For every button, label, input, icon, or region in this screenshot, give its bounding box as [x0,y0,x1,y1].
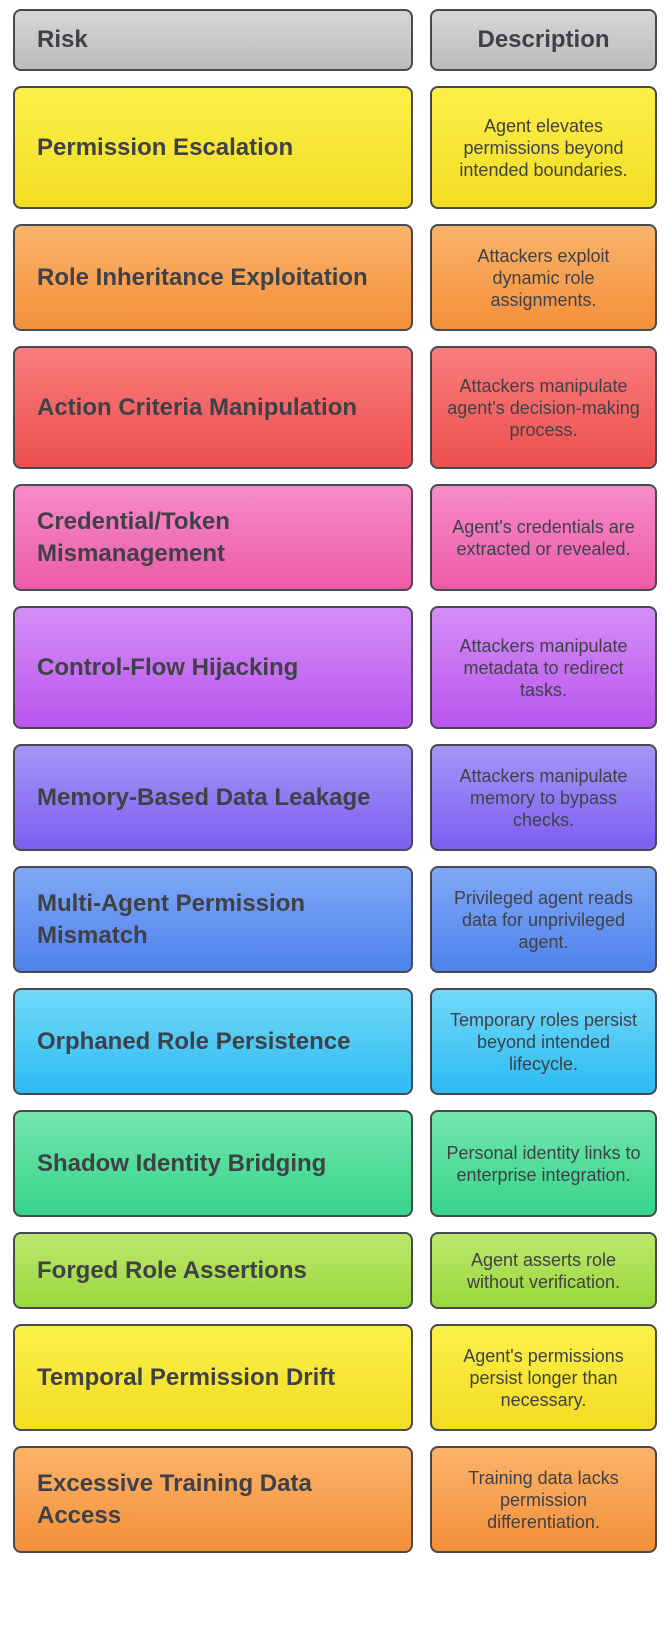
risk-name: Role Inheritance Exploitation [13,224,413,331]
risk-row: Action Criteria Manipulation Attackers m… [13,346,657,469]
header-description: Description [430,9,657,71]
risk-description: Privileged agent reads data for unprivil… [430,866,657,973]
risk-row: Role Inheritance Exploitation Attackers … [13,224,657,331]
risk-name: Temporal Permission Drift [13,1324,413,1431]
risk-name: Memory-Based Data Leakage [13,744,413,851]
risk-name: Forged Role Assertions [13,1232,413,1309]
risk-name: Permission Escalation [13,86,413,209]
header-risk: Risk [13,9,413,71]
risk-description: Agent's credentials are extracted or rev… [430,484,657,591]
risk-row: Memory-Based Data Leakage Attackers mani… [13,744,657,851]
risk-row: Excessive Training Data Access Training … [13,1446,657,1553]
risk-description: Attackers manipulate agent's decision-ma… [430,346,657,469]
risk-description: Attackers exploit dynamic role assignmen… [430,224,657,331]
risk-name: Action Criteria Manipulation [13,346,413,469]
risk-name: Excessive Training Data Access [13,1446,413,1553]
risk-row: Control-Flow Hijacking Attackers manipul… [13,606,657,729]
risk-description: Attackers manipulate memory to bypass ch… [430,744,657,851]
header-row: Risk Description [13,9,657,71]
risk-name: Multi-Agent Permission Mismatch [13,866,413,973]
risk-description: Training data lacks permission different… [430,1446,657,1553]
risk-table: Risk Description Permission Escalation A… [13,9,657,1553]
risk-description: Personal identity links to enterprise in… [430,1110,657,1217]
risk-description: Agent asserts role without verification. [430,1232,657,1309]
risk-name: Shadow Identity Bridging [13,1110,413,1217]
risk-description: Agent elevates permissions beyond intend… [430,86,657,209]
risk-row: Credential/Token Mismanagement Agent's c… [13,484,657,591]
risk-row: Multi-Agent Permission Mismatch Privileg… [13,866,657,973]
risk-name: Orphaned Role Persistence [13,988,413,1095]
risk-row: Orphaned Role Persistence Temporary role… [13,988,657,1095]
risk-row: Temporal Permission Drift Agent's permis… [13,1324,657,1431]
risk-row: Permission Escalation Agent elevates per… [13,86,657,209]
risk-row: Shadow Identity Bridging Personal identi… [13,1110,657,1217]
risk-description: Attackers manipulate metadata to redirec… [430,606,657,729]
risk-description: Agent's permissions persist longer than … [430,1324,657,1431]
risk-name: Credential/Token Mismanagement [13,484,413,591]
risk-description: Temporary roles persist beyond intended … [430,988,657,1095]
risk-name: Control-Flow Hijacking [13,606,413,729]
risk-row: Forged Role Assertions Agent asserts rol… [13,1232,657,1309]
